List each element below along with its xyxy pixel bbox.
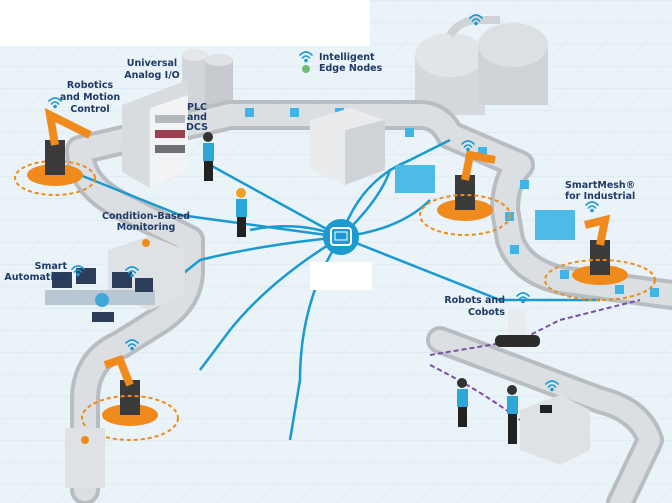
edge-node-icon (302, 65, 310, 73)
agv-path-lower (429, 364, 521, 421)
edge-node-cabinet (310, 108, 385, 185)
worker-icon (236, 188, 247, 237)
worker-icon (203, 132, 214, 181)
blank-panel (310, 262, 372, 290)
wifi-icon (299, 51, 313, 63)
wifi-icon (71, 265, 85, 277)
worker-icon (507, 385, 518, 444)
worker-icon (457, 378, 468, 427)
packaging-machine (520, 395, 590, 465)
wifi-icon (461, 140, 475, 152)
cobot-icon (495, 310, 540, 347)
robot-arm-icon (419, 150, 511, 236)
wifi-icon (469, 14, 483, 26)
agv-path (429, 299, 641, 356)
wifi-icon (585, 201, 599, 213)
storage-tanks (415, 16, 548, 115)
wifi-icon (545, 380, 559, 392)
control-desk (45, 268, 155, 322)
wifi-icon (48, 97, 62, 109)
robot-arm-icon (14, 107, 96, 196)
label-smartmesh: SmartMesh®for Industrial (565, 180, 635, 202)
top-white-area (0, 0, 370, 46)
wifi-icon (516, 292, 530, 304)
pallet-boxes (395, 165, 575, 240)
plc-cabinet (122, 80, 188, 188)
wifi-icon (125, 339, 139, 351)
network-hub-icon (323, 219, 359, 255)
robot-arm-icon (81, 355, 179, 441)
conveyor-belt (65, 100, 672, 503)
bottom-station (65, 428, 105, 488)
robot-arm-icon (544, 214, 656, 301)
wifi-icon (125, 266, 139, 278)
